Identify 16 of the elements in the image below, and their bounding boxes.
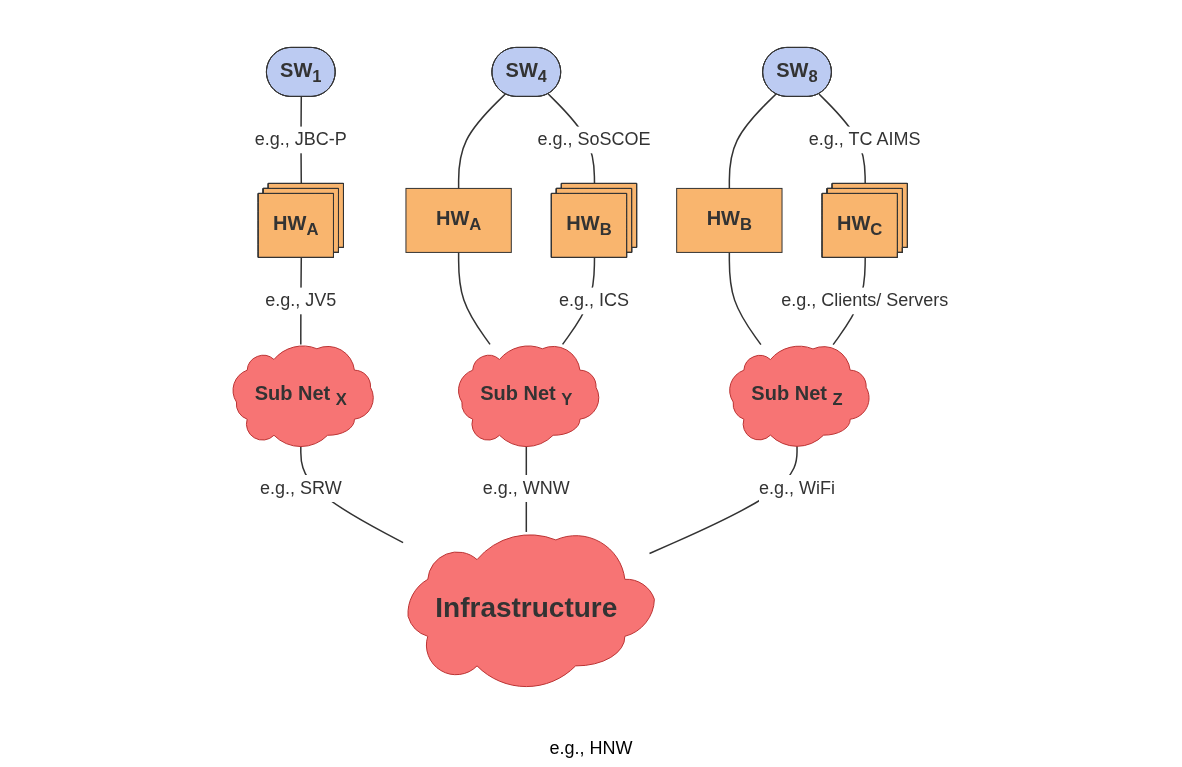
edge-label: e.g., ICS xyxy=(559,290,630,311)
node-box: HW$_{A}$ xyxy=(405,187,513,253)
connector xyxy=(458,93,507,190)
edge-label: e.g., JV5 xyxy=(265,290,337,311)
edge-label: e.g., JBC-P xyxy=(255,129,348,150)
edge-label: e.g., Clients/ Servers xyxy=(781,290,949,311)
edge-label: e.g., SRW xyxy=(260,477,343,498)
edge-label: e.g., TC AIMS xyxy=(809,129,921,150)
connector xyxy=(728,251,763,346)
edge-label: e.g., WNW xyxy=(483,477,571,498)
connector xyxy=(458,251,492,346)
node-note: e.g., HNW xyxy=(549,738,633,758)
edge-label: e.g., WiFi xyxy=(759,477,836,498)
edge-label: e.g., SoSCOE xyxy=(537,129,651,150)
connector xyxy=(728,93,778,190)
node-box: HW$_{B}$ xyxy=(676,187,783,253)
